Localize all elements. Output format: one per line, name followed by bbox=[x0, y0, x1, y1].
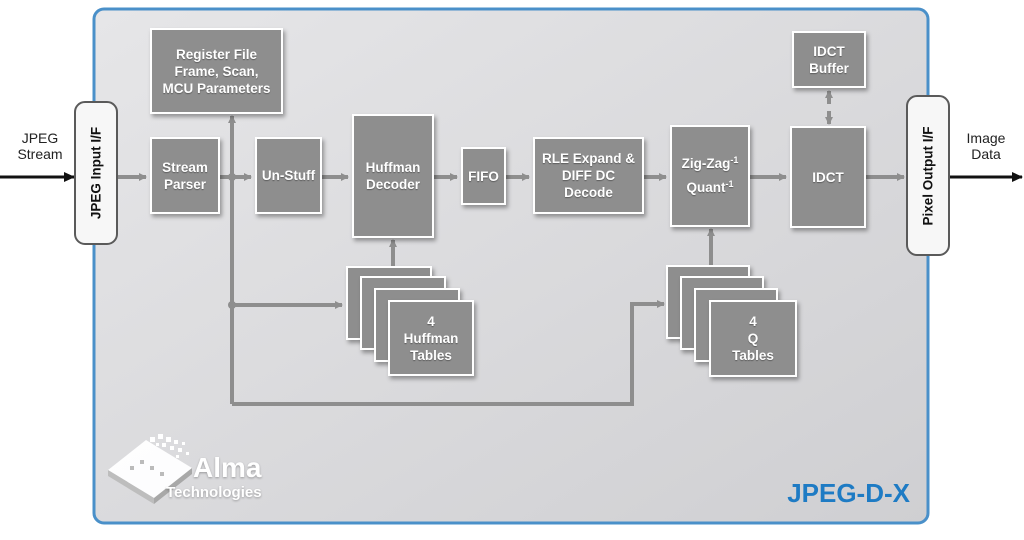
block-label-line: Buffer bbox=[809, 60, 849, 76]
q-tables-block: 4 Q Tables bbox=[709, 300, 797, 377]
pixel-output-interface-label: Pixel Output I/F bbox=[920, 125, 936, 226]
quant-superscript: -1 bbox=[725, 179, 734, 189]
block-label-line: FIFO bbox=[468, 168, 499, 184]
quant-label: Quant bbox=[686, 180, 726, 195]
block-label-line: Q bbox=[747, 331, 759, 346]
unstuff-block: Un-Stuff bbox=[255, 137, 322, 214]
zigzag-quant-block: Zig-Zag-1 Quant-1 bbox=[670, 125, 750, 227]
zigzag-superscript: -1 bbox=[730, 155, 739, 165]
alma-logo-chip-icon bbox=[108, 434, 192, 504]
block-label-line: Parser bbox=[163, 176, 207, 192]
block-label-line: Un-Stuff bbox=[261, 168, 316, 183]
block-label-line: Huffman bbox=[403, 330, 459, 346]
block-label-line: MCU Parameters bbox=[162, 80, 271, 96]
bus-junction-dot bbox=[228, 301, 236, 309]
block-label-line: DIFF DC bbox=[561, 168, 616, 183]
block-label-line: IDCT bbox=[813, 43, 845, 59]
product-name: JPEG-D-X bbox=[787, 478, 910, 508]
huffman-decoder-block: Huffman Decoder bbox=[352, 114, 434, 238]
block-label-line: Decoder bbox=[365, 177, 421, 192]
image-data-label-line: Data bbox=[971, 146, 1001, 162]
jpeg-input-interface-label: JPEG Input I/F bbox=[88, 126, 104, 220]
bus-to-q-tables bbox=[232, 300, 665, 406]
image-data-label-line: Image bbox=[966, 130, 1006, 146]
jpeg-stream-label: JPEG Stream bbox=[8, 130, 72, 162]
block-label-line: Tables bbox=[410, 347, 452, 363]
pixel-output-interface: Pixel Output I/F bbox=[906, 95, 950, 256]
zigzag-label-line: Zig-Zag-1 bbox=[682, 152, 739, 176]
stream-parser-block: Stream Parser bbox=[150, 137, 220, 214]
block-label-line: Decode bbox=[564, 185, 613, 200]
bus-junction-dot bbox=[228, 173, 236, 181]
jpeg-input-interface: JPEG Input I/F bbox=[74, 101, 118, 245]
image-data-label: Image Data bbox=[954, 130, 1018, 162]
block-label-line: Tables bbox=[732, 348, 774, 363]
block-label-line: Frame, Scan, bbox=[174, 63, 259, 79]
internal-arrows bbox=[118, 90, 905, 406]
quant-label-line: Quant-1 bbox=[682, 176, 739, 200]
block-label-line: Register File bbox=[175, 46, 257, 62]
company-logo-subtitle: Technologies bbox=[166, 484, 262, 501]
register-file-block: Register File Frame, Scan, MCU Parameter… bbox=[150, 28, 283, 114]
block-label-line: 4 bbox=[749, 314, 757, 329]
block-label-line: Stream bbox=[162, 159, 208, 175]
rle-expand-block: RLE Expand & DIFF DC Decode bbox=[533, 137, 644, 214]
idct-buffer-block: IDCT Buffer bbox=[792, 31, 866, 88]
jpeg-stream-label-line: JPEG bbox=[21, 130, 59, 146]
block-label-line: Huffman bbox=[365, 160, 421, 175]
jpeg-stream-label-line: Stream bbox=[17, 146, 63, 162]
block-label-line: 4 bbox=[427, 313, 435, 329]
company-logo-name: Alma bbox=[193, 452, 262, 483]
huffman-tables-block: 4 Huffman Tables bbox=[388, 300, 474, 376]
block-label-line: RLE Expand & bbox=[541, 151, 635, 166]
idct-block: IDCT bbox=[790, 126, 866, 228]
zigzag-label: Zig-Zag bbox=[681, 156, 731, 171]
fifo-block: FIFO bbox=[461, 147, 506, 205]
block-label-line: IDCT bbox=[812, 169, 844, 185]
